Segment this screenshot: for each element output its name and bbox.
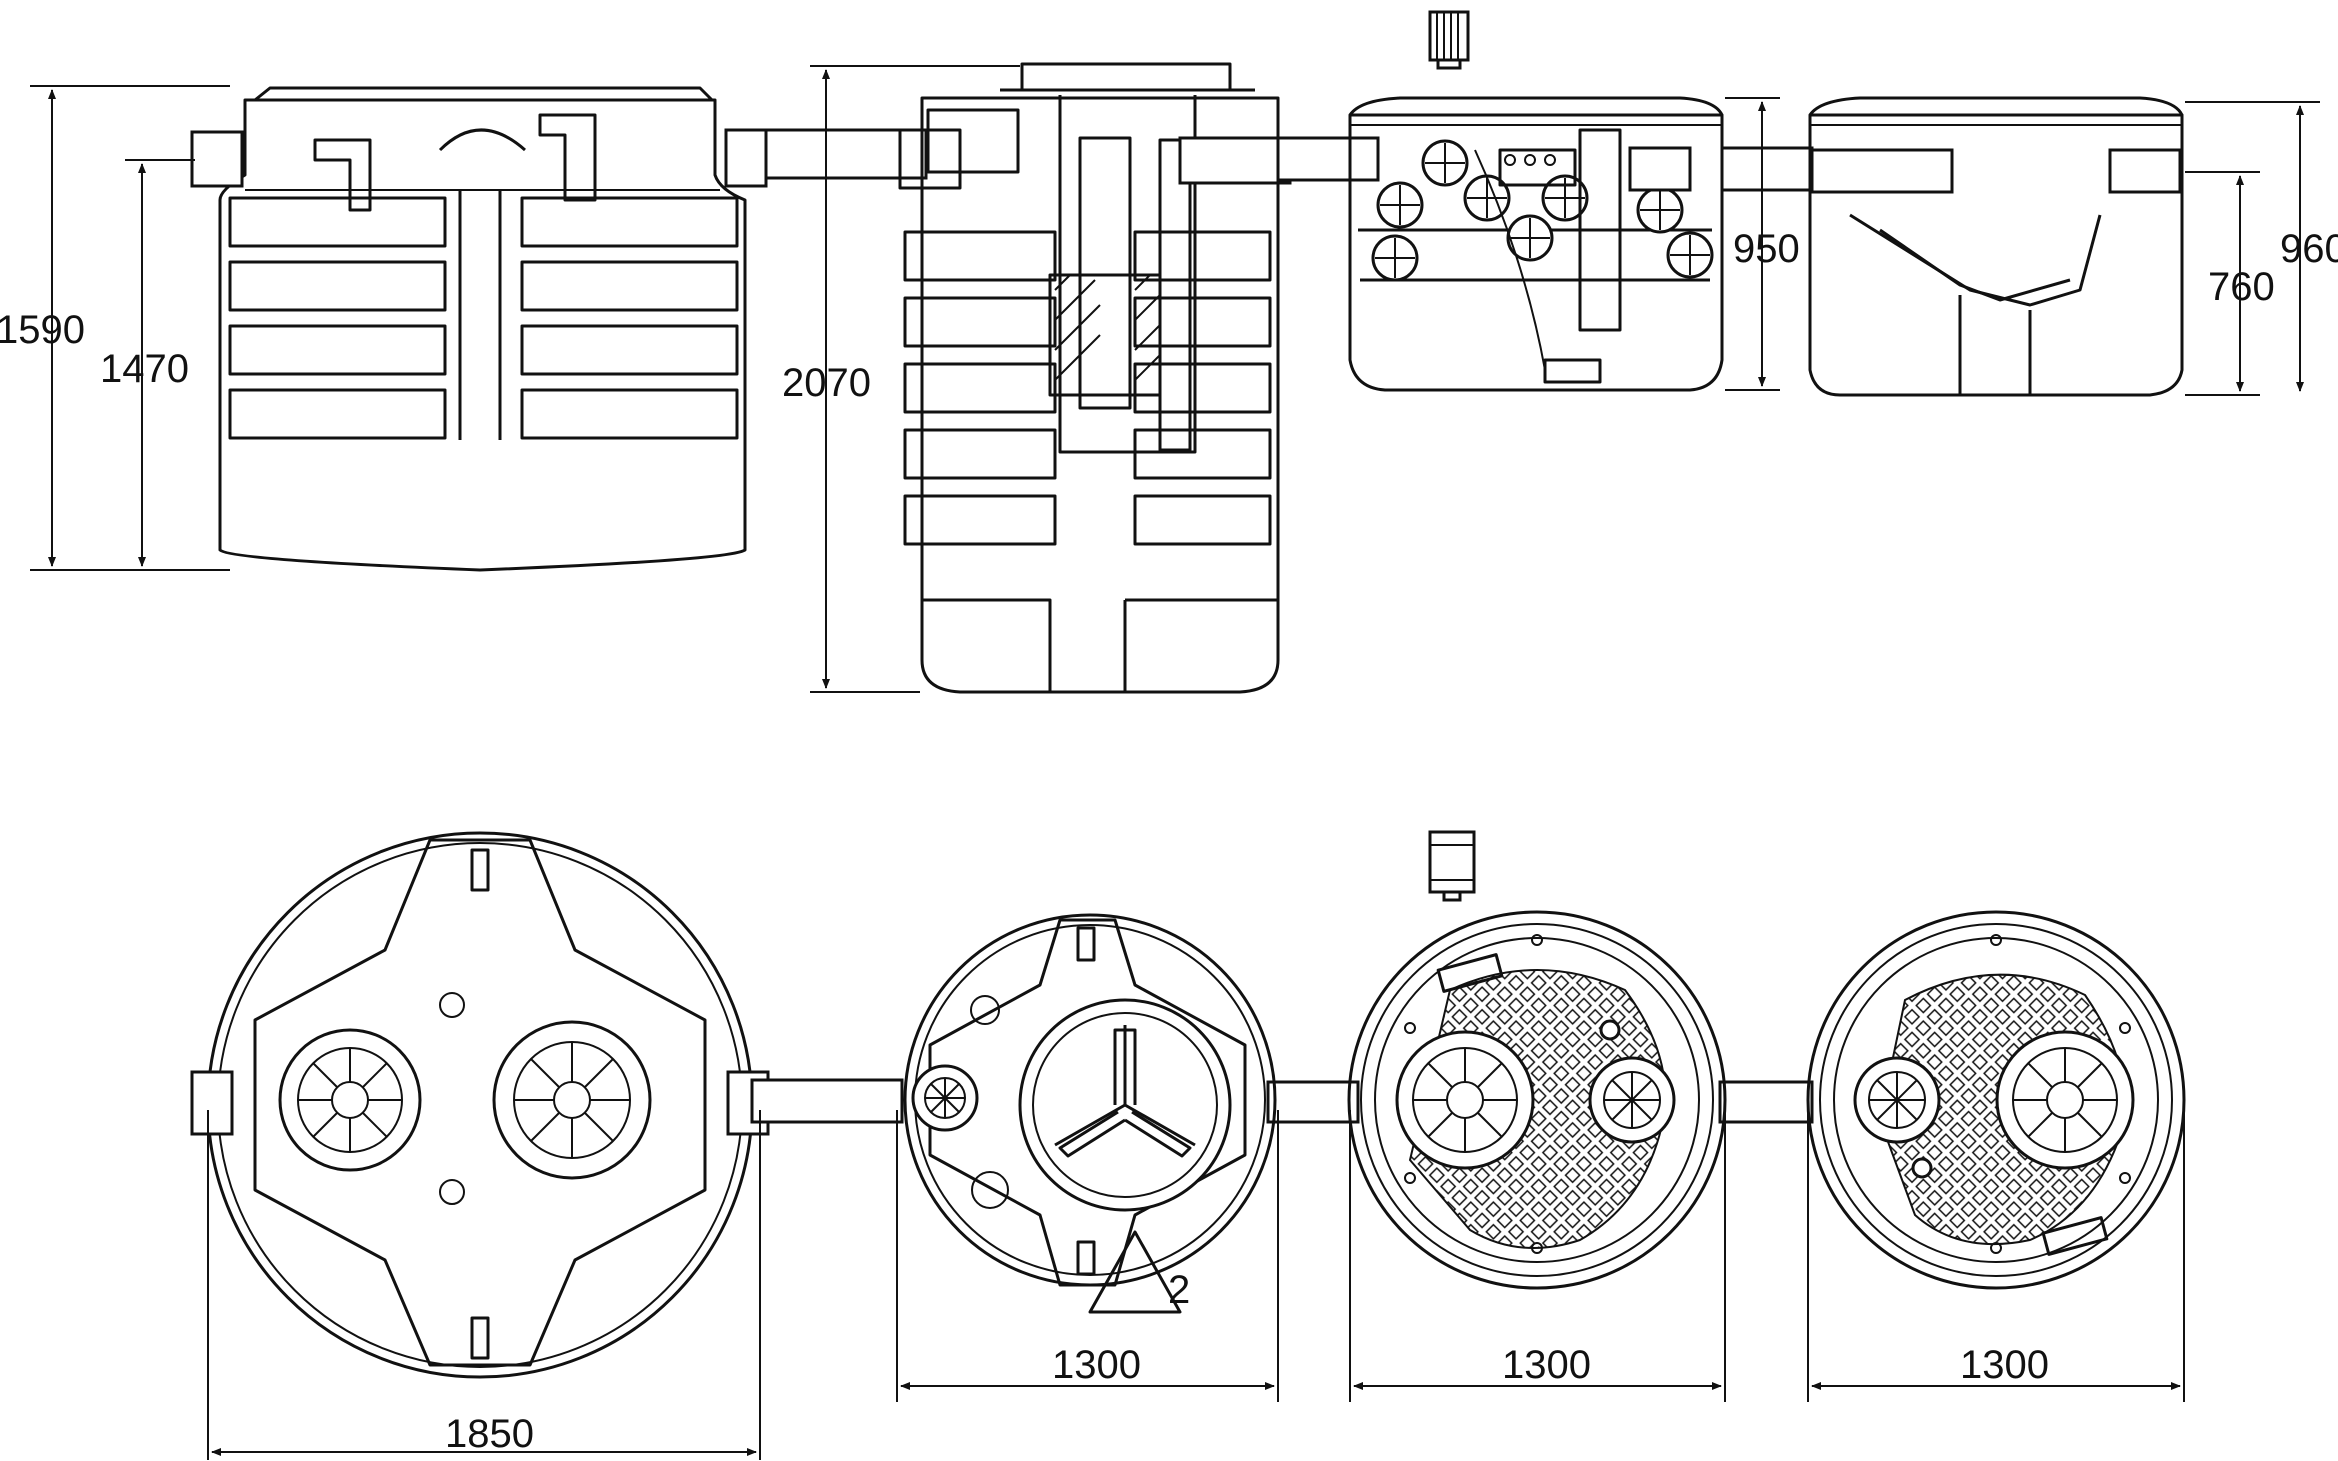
dim-label-2070: 2070 <box>782 361 871 405</box>
filter-cartridge-icon <box>1428 10 1470 70</box>
tank-4-side-view <box>1808 96 2184 397</box>
connecting-pipe-3-4 <box>1720 146 1814 192</box>
connecting-pipe-1-2 <box>764 128 928 180</box>
connecting-pipe-2-3 <box>1276 136 1380 182</box>
tank-3-plan-view <box>1347 910 1727 1290</box>
filter-cartridge-plan-icon <box>1428 830 1476 902</box>
tank-3-side-view <box>1348 96 1724 392</box>
dim-label-1300-tank2: 1300 <box>1052 1343 1141 1387</box>
plan-pipe-1-2 <box>750 1078 904 1124</box>
dim-label-950: 950 <box>1733 227 1800 271</box>
tank-1-side-view <box>190 86 768 572</box>
dim-label-1850: 1850 <box>445 1412 534 1456</box>
plan-pipe-3-4 <box>1718 1080 1814 1124</box>
dim-label-760: 760 <box>2208 265 2275 309</box>
dim-label-1300-tank4: 1300 <box>1960 1343 2049 1387</box>
marker-triangle <box>1088 1230 1182 1314</box>
tank-4-plan-view <box>1806 910 2186 1290</box>
tank-2-side-view <box>898 62 1292 694</box>
dimension-lines <box>30 65 2320 1460</box>
dim-label-1300-tank3: 1300 <box>1502 1343 1591 1387</box>
tank-1-plan-view <box>190 831 770 1379</box>
dimension-labels: 1590 1470 2070 950 760 960 1850 1300 130… <box>0 227 2338 1456</box>
dim-label-960: 960 <box>2280 227 2338 271</box>
tank-2-plan-view <box>903 913 1277 1314</box>
dim-label-1470: 1470 <box>100 347 189 391</box>
plan-pipe-2-3 <box>1266 1080 1360 1124</box>
dim-label-1590: 1590 <box>0 308 85 352</box>
marker-number: 2 <box>1168 1268 1190 1312</box>
